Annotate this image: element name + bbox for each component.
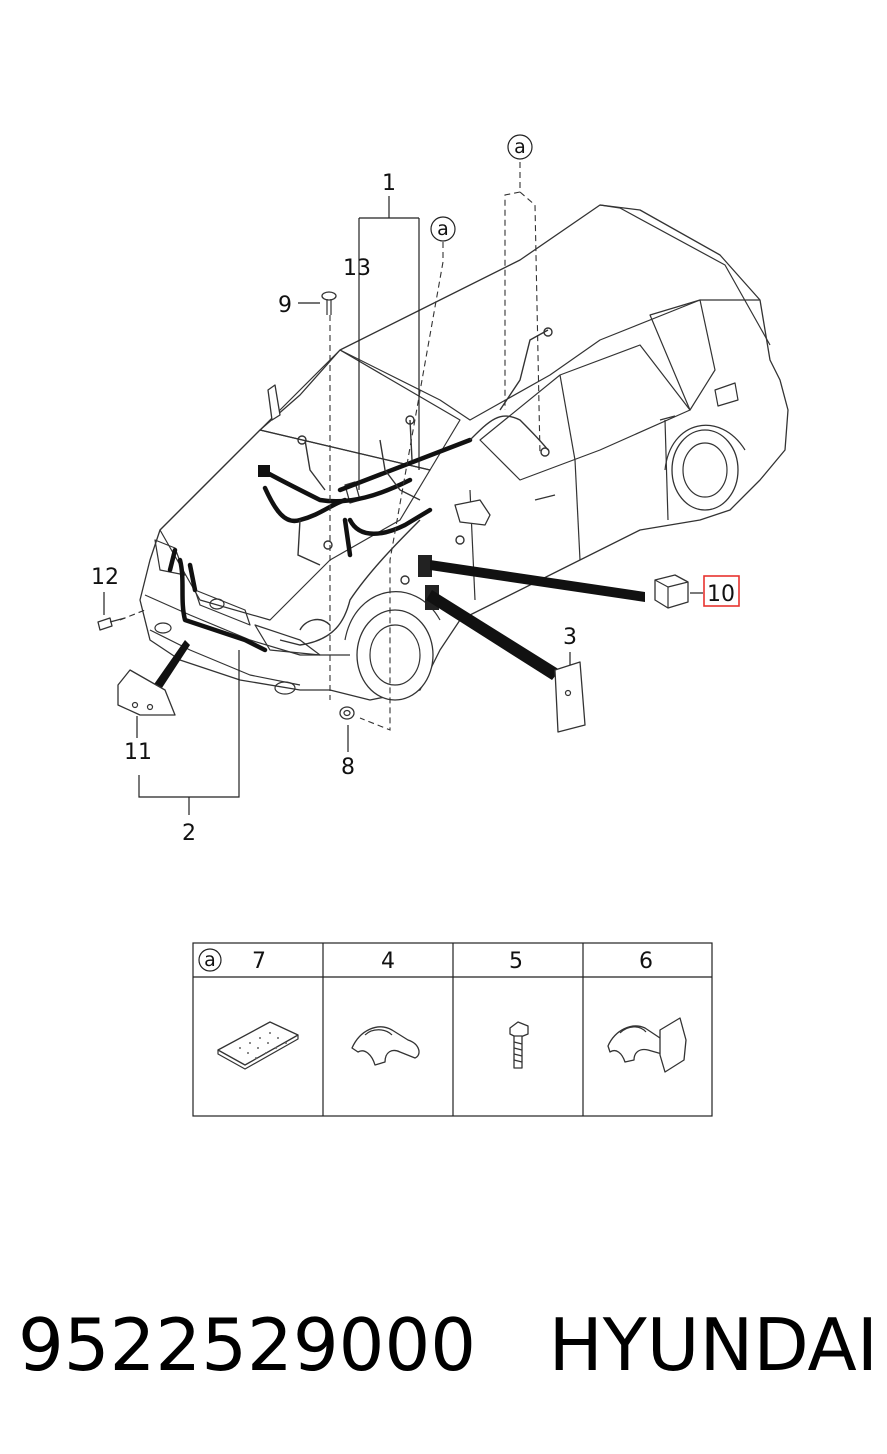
part-7-pad	[217, 1021, 299, 1070]
bolt-part-12	[97, 617, 126, 631]
brand-name: HYUNDAI	[548, 1303, 878, 1387]
bolt-part-9	[321, 291, 337, 315]
part-5-bolt	[509, 1021, 529, 1069]
table-ref-a-circle	[198, 948, 222, 972]
callout-9: 9	[278, 293, 292, 318]
ref-a-circle-mid	[430, 216, 456, 242]
part-6-clip	[607, 1017, 687, 1073]
table-header-5: 5	[509, 949, 523, 974]
cover-part-3	[554, 661, 586, 733]
footer: 9522529000 HYUNDAI	[18, 1295, 878, 1395]
callout-11: 11	[124, 740, 152, 765]
callout-1: 1	[382, 171, 396, 196]
part-4-clip	[351, 1026, 420, 1066]
wiring-harness	[167, 327, 553, 653]
callout-8: 8	[341, 755, 355, 780]
ref-a-top: a	[514, 136, 526, 158]
callout-10-highlight	[703, 575, 740, 607]
table-header-4: 4	[381, 949, 395, 974]
callout-10: 10	[707, 582, 735, 607]
callout-2: 2	[182, 821, 196, 846]
callout-3: 3	[563, 625, 577, 650]
parts-table: a 7 4 5 6	[192, 942, 713, 1117]
callout-labels: 1 13 9 12 11 2 8 3 10 a a	[91, 134, 740, 846]
relay-part-10	[654, 574, 689, 609]
leader-wedges	[150, 560, 645, 694]
grommet-part-8	[339, 706, 355, 720]
ref-a-circle-top	[507, 134, 533, 160]
table-ref-a: a	[204, 949, 216, 971]
callout-13: 13	[343, 256, 371, 281]
table-header-7: 7	[252, 949, 266, 974]
car-illustration	[139, 204, 789, 701]
part-number: 9522529000	[18, 1303, 477, 1387]
callout-12: 12	[91, 565, 119, 590]
bracket-part-11	[117, 669, 176, 716]
table-header-6: 6	[639, 949, 653, 974]
leader-lines	[103, 162, 703, 815]
ref-a-mid: a	[437, 218, 449, 240]
